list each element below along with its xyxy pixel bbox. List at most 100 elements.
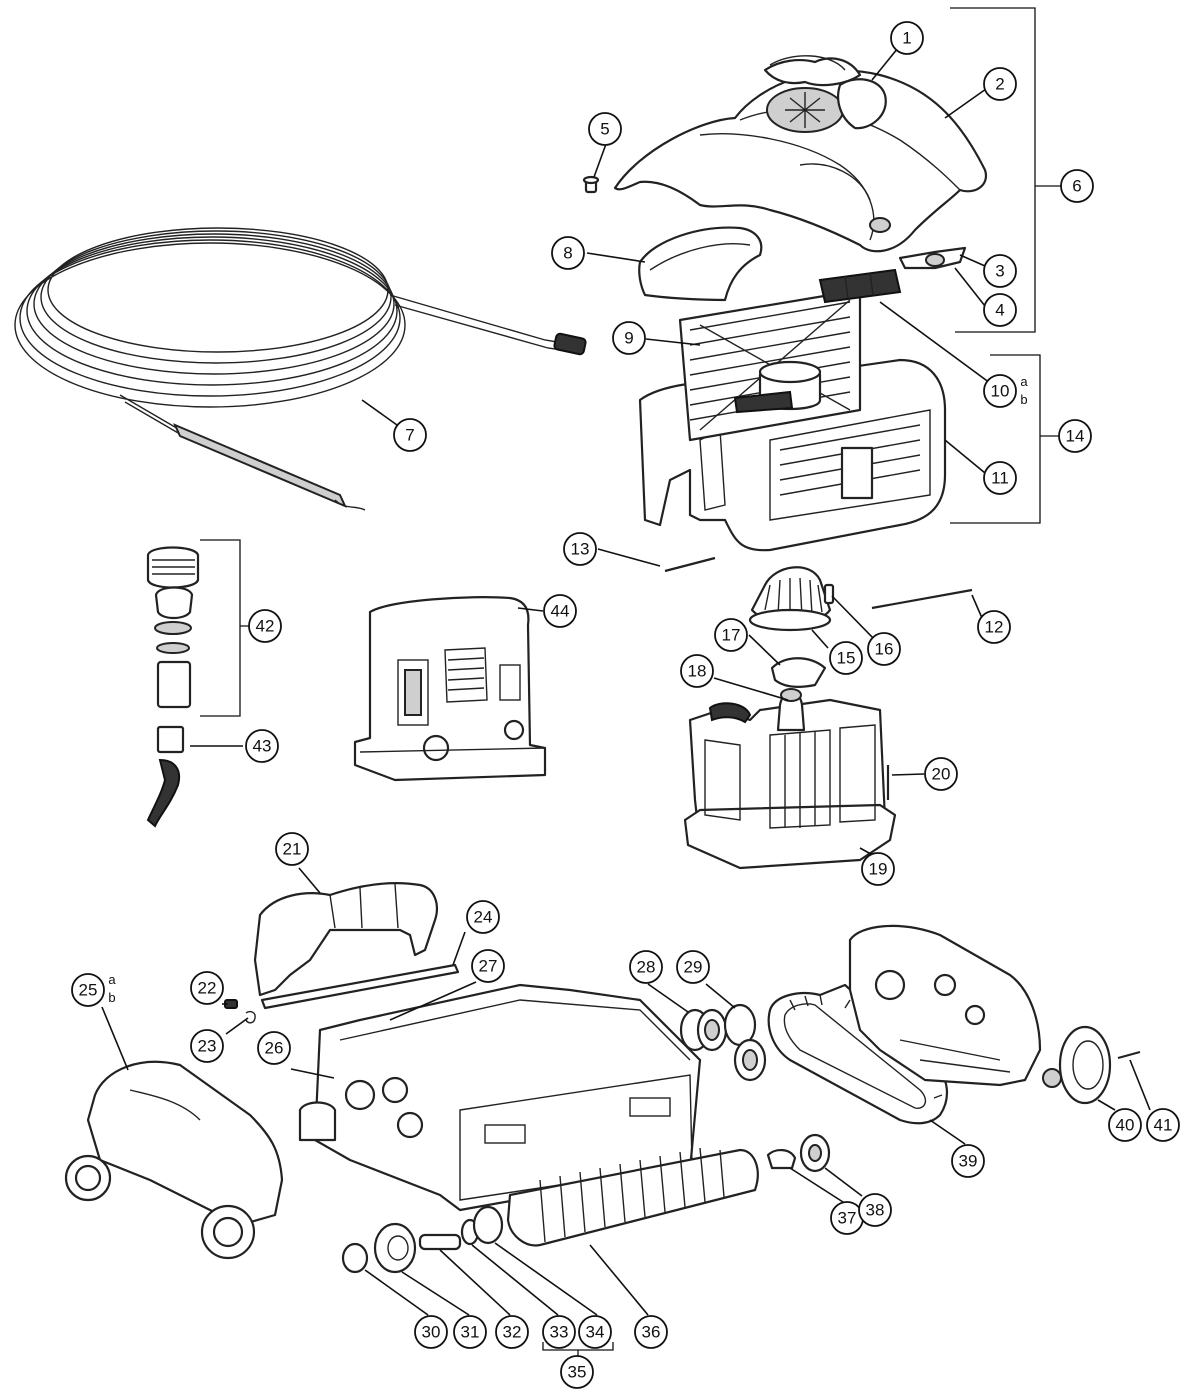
callout-label: 40 [1116, 1116, 1135, 1135]
callout-label: 39 [959, 1152, 978, 1171]
callout-label: 19 [869, 860, 888, 879]
callout-label: 14 [1066, 427, 1085, 446]
callout-label: 15 [837, 649, 856, 668]
callout-label: 23 [198, 1037, 217, 1056]
callout-label: 7 [405, 426, 414, 445]
callout-24: 24 [466, 900, 500, 934]
callout-label: 44 [551, 602, 570, 621]
roller-bushing-icon [418, 1233, 462, 1251]
swivel-assembly-icon [146, 546, 200, 828]
retaining-rod-icon [664, 556, 716, 573]
filter-basket-icon [733, 268, 902, 414]
callout-17: 17 [714, 618, 748, 652]
callout-label: 43 [253, 737, 272, 756]
power-supply-icon [353, 596, 547, 782]
callout-19: 19 [861, 852, 895, 886]
callout-label: 12 [985, 618, 1004, 637]
callout-32: 32 [495, 1315, 529, 1349]
callout-label: 13 [571, 540, 590, 559]
callout-label: 21 [283, 840, 302, 859]
motor-shaft-cap-icon [776, 688, 806, 732]
top-cover-lid-icon [763, 55, 887, 130]
callout-label: 30 [422, 1323, 441, 1342]
callout-5: 5 [588, 112, 622, 146]
callout-label: 29 [684, 958, 703, 977]
handle-clip-icon [245, 1010, 256, 1024]
callout-25: 25 a b [71, 972, 116, 1007]
callout-label: 6 [1072, 177, 1081, 196]
callout-label: 4 [995, 301, 1004, 320]
callout-23: 23 [190, 1029, 224, 1063]
callout-label: 27 [479, 957, 498, 976]
callout-2: 2 [983, 67, 1017, 101]
callout-label: 22 [198, 979, 217, 998]
callout-20: 20 [924, 757, 958, 791]
callout-28: 28 [629, 950, 663, 984]
callout-10: 10 a b [983, 374, 1028, 408]
callout-18: 18 [680, 654, 714, 688]
callout-41: 41 [1146, 1108, 1180, 1142]
callout-label: 36 [642, 1323, 661, 1342]
screw-icon [582, 175, 600, 194]
callout-12: 12 [977, 610, 1011, 644]
bracket-6 [950, 7, 1060, 333]
callout-label: 42 [256, 617, 275, 636]
callout-14: 14 [1058, 419, 1092, 453]
callout-30: 30 [414, 1315, 448, 1349]
callout-37: 37 [830, 1201, 864, 1235]
callout-8: 8 [551, 236, 585, 270]
callout-label: 25 [79, 981, 98, 1000]
callout-sub-b: b [108, 990, 115, 1005]
callout-label: 18 [688, 662, 707, 681]
callout-22: 22 [190, 971, 224, 1005]
long-rod-icon [260, 963, 460, 1010]
callout-15: 15 [829, 641, 863, 675]
callout-26: 26 [257, 1031, 291, 1065]
roller-cap-icon [341, 1242, 369, 1274]
callout-label: 16 [875, 640, 894, 659]
callout-3: 3 [983, 254, 1017, 288]
callout-label: 26 [265, 1039, 284, 1058]
callout-label: 17 [722, 626, 741, 645]
brush-roller-icon [506, 1147, 759, 1247]
callout-sub-a: a [1020, 374, 1028, 389]
callout-16: 16 [867, 632, 901, 666]
callout-7: 7 [393, 418, 427, 452]
callout-13: 13 [563, 532, 597, 566]
bearing-set-icon [723, 1003, 767, 1082]
drive-wheel-icon [1042, 1025, 1112, 1105]
bracket-42 [200, 539, 250, 717]
callout-11: 11 [983, 461, 1017, 495]
callout-label: 3 [995, 262, 1004, 281]
callout-label: 31 [461, 1323, 480, 1342]
callout-label: 37 [838, 1209, 857, 1228]
wheel-screw-icon [1117, 1050, 1141, 1060]
callout-label: 32 [503, 1323, 522, 1342]
callout-label: 20 [932, 765, 951, 784]
side-panel-icon [64, 1060, 284, 1260]
callout-label: 38 [866, 1201, 885, 1220]
callout-label: 34 [586, 1323, 605, 1342]
floating-cable-coil-icon [14, 227, 587, 511]
wheel-bearing-icon [679, 1008, 728, 1052]
callout-44: 44 [543, 594, 577, 628]
bracket-14 [950, 354, 1060, 524]
callout-29: 29 [676, 950, 710, 984]
roller-gear-icon [373, 1222, 417, 1274]
impeller-icon [748, 566, 832, 632]
callout-21: 21 [275, 832, 309, 866]
impeller-clip-icon [770, 657, 827, 688]
callout-label: 5 [600, 120, 609, 139]
callout-label: 33 [550, 1323, 569, 1342]
handle-icon [253, 881, 438, 997]
small-rod-icon [871, 588, 973, 610]
roller-axle-icon [460, 1205, 504, 1246]
callout-label: 1 [902, 29, 911, 48]
callout-34: 34 [578, 1315, 612, 1349]
callout-35: 35 [560, 1355, 594, 1389]
cover-clip-insert-icon [925, 253, 945, 267]
cover-front-insert-icon [638, 226, 763, 302]
motor-unit-icon [683, 698, 897, 870]
filter-cartridge-icon [678, 288, 862, 442]
